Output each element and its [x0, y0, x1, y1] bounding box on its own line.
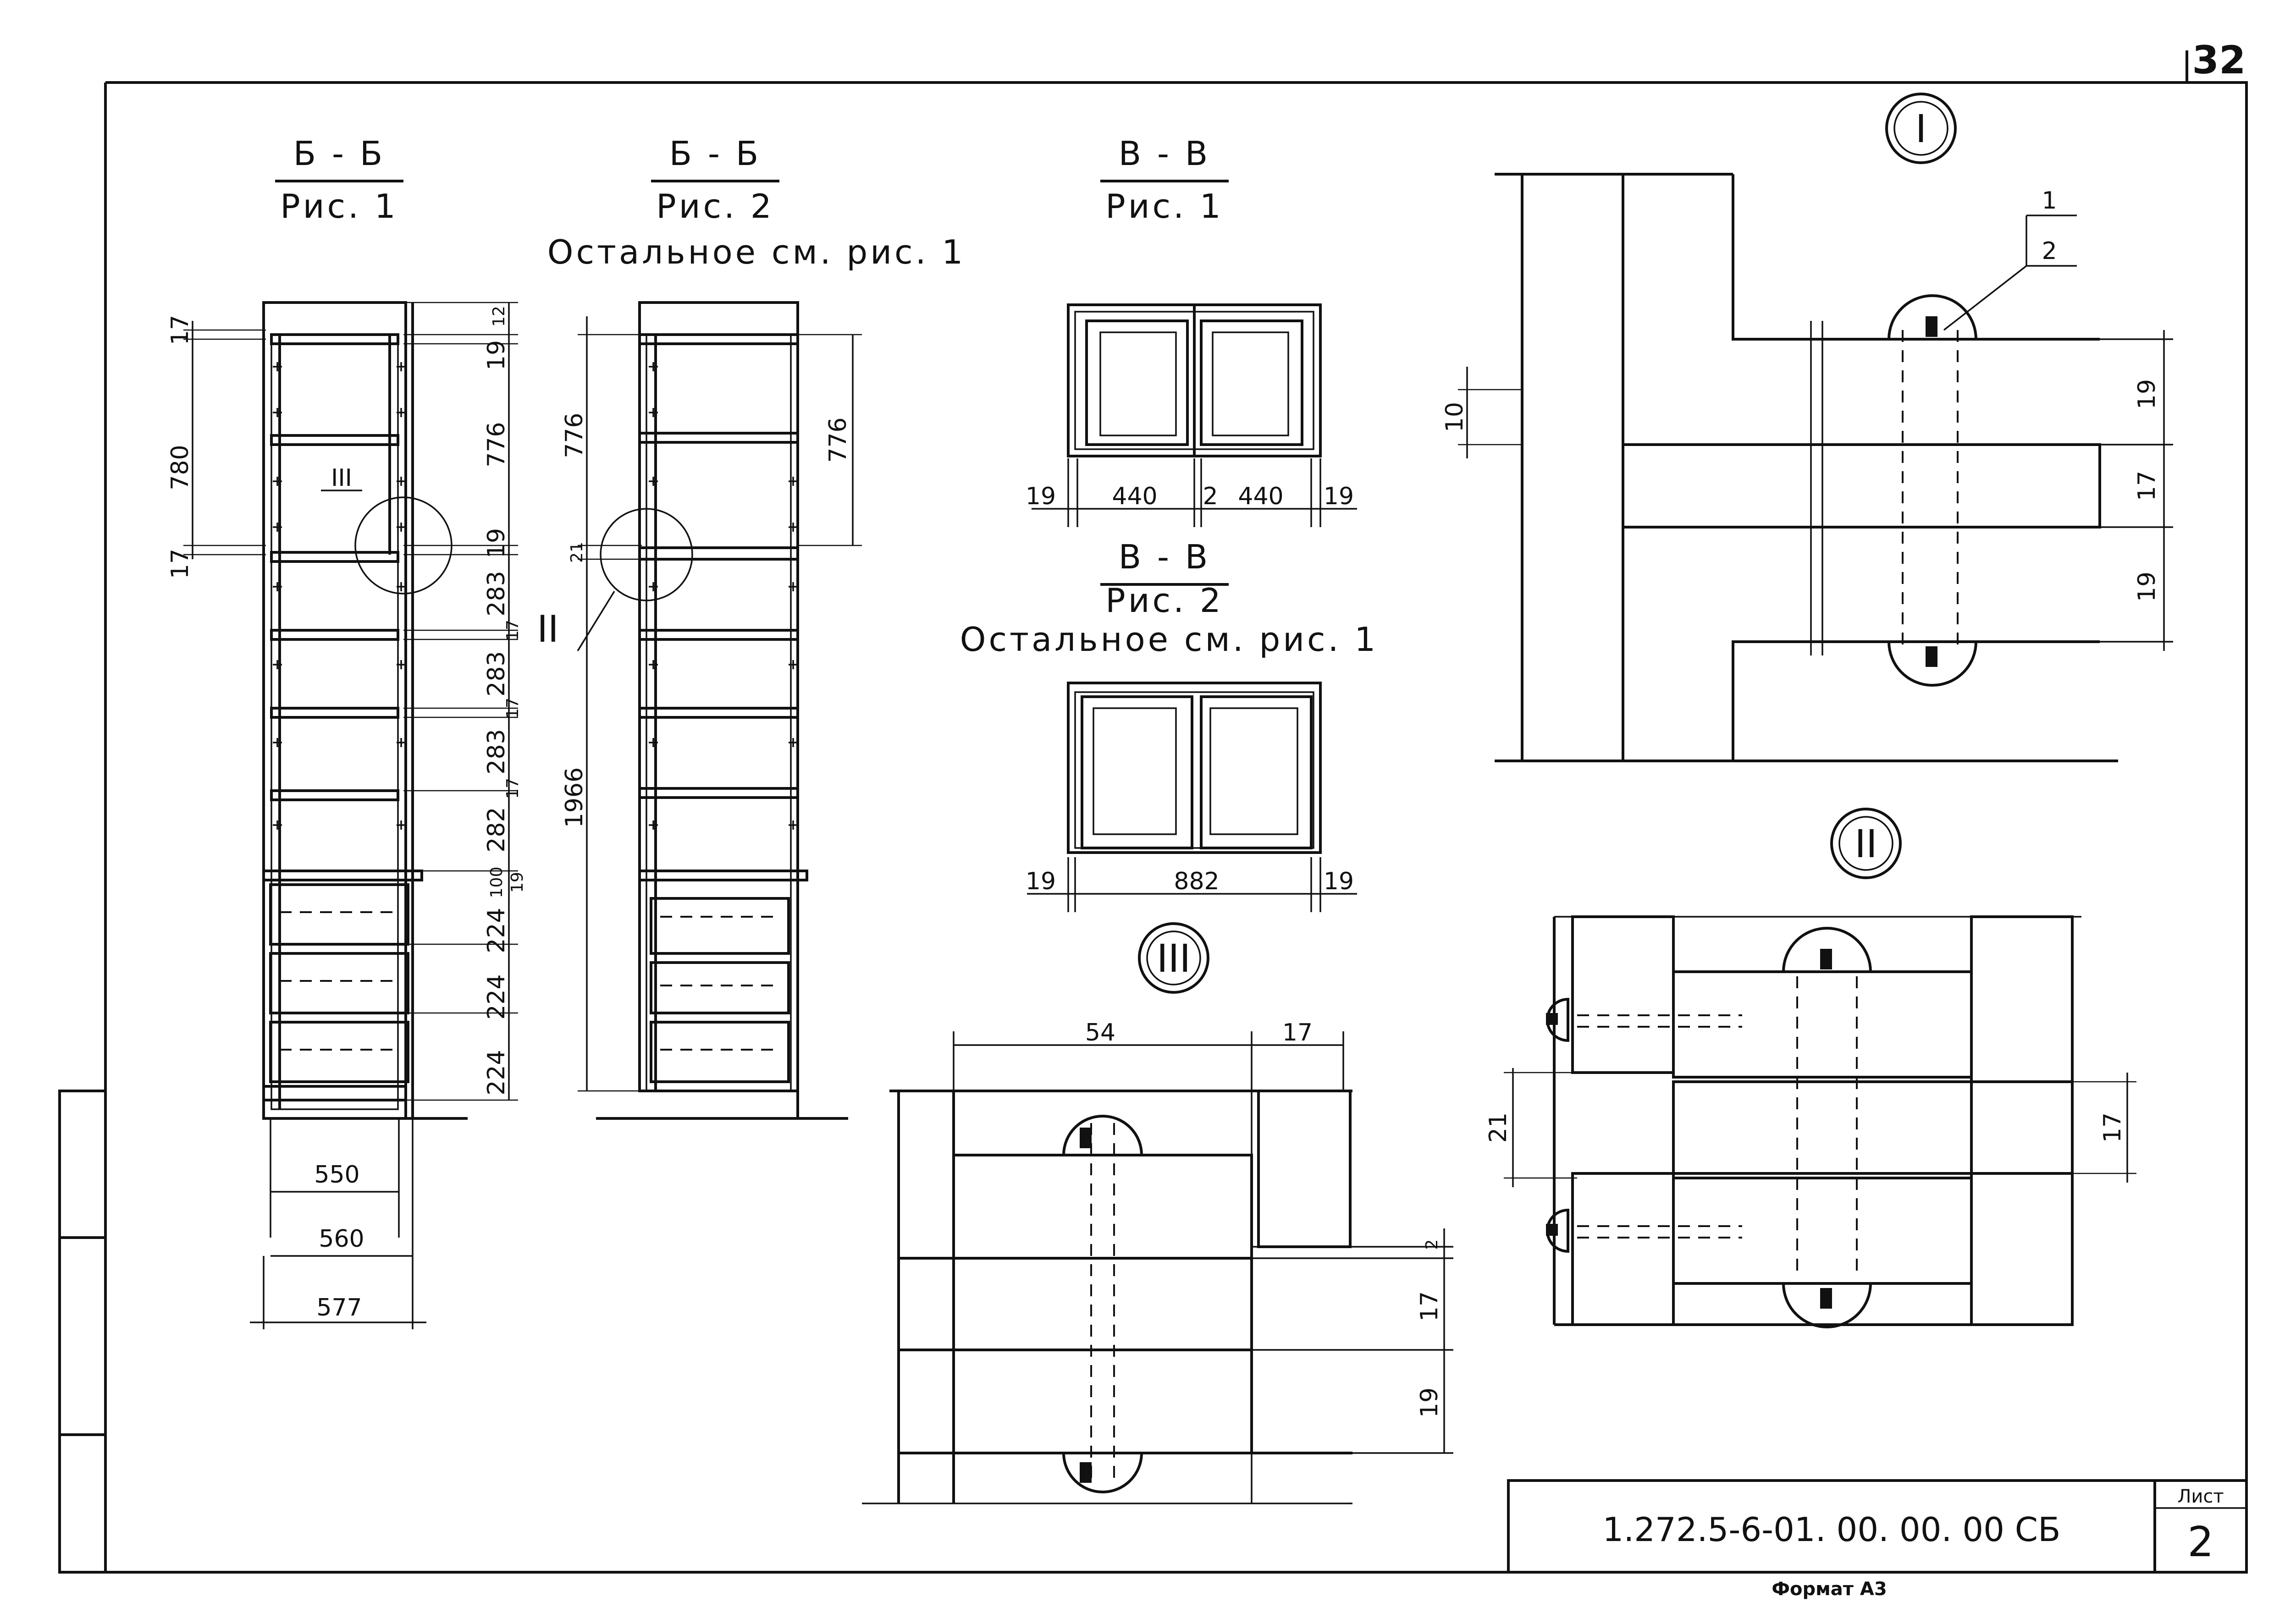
- detail-II-label: II: [537, 608, 558, 650]
- dim: 2: [1423, 1239, 1441, 1250]
- detail-II: II 21 17: [1485, 808, 2136, 1328]
- dim: 17: [1282, 1019, 1313, 1046]
- title-block: 1.272.5-6-01. 00. 00. 00 СБ Лист 2 Форма…: [1507, 1479, 2248, 1600]
- dim: 283: [483, 651, 510, 696]
- dim: 776: [561, 413, 588, 458]
- dim: 54: [1085, 1019, 1115, 1046]
- dim: 224: [483, 908, 510, 953]
- dim: 440: [1238, 483, 1283, 510]
- shelves: [262, 333, 423, 1101]
- dim: 224: [483, 974, 510, 1019]
- dim: 21: [1485, 1112, 1512, 1143]
- dim: 17: [2099, 1112, 2126, 1143]
- section-note: Остальное см. рис. 1: [547, 233, 966, 271]
- dim: 17: [1416, 1291, 1443, 1321]
- dim: 776: [483, 422, 510, 467]
- dim: 17: [2133, 471, 2161, 501]
- dim: 17: [503, 698, 522, 719]
- dim: 440: [1112, 483, 1157, 510]
- detail-II-title: II: [1854, 821, 1877, 866]
- dim: 17: [166, 549, 194, 579]
- detail-I-bubble: [1885, 93, 1957, 164]
- dim: 780: [166, 445, 194, 490]
- dim: 283: [483, 729, 510, 774]
- section-vv-fig1: В - В Рис. 1 19 440 2 440 19: [1026, 134, 1357, 527]
- dim: 2: [1203, 483, 1218, 510]
- detail-II-bubble: [1830, 808, 1902, 879]
- detail-II-marker: [600, 508, 693, 601]
- dim: 19: [508, 872, 527, 893]
- detail-III-bubble: [1138, 922, 1209, 994]
- section-title: В - В: [1119, 134, 1211, 173]
- list-number: 2: [2187, 1518, 2213, 1566]
- dim: 224: [483, 1050, 510, 1095]
- dim: 550: [314, 1161, 359, 1189]
- dim: 19: [1416, 1387, 1443, 1418]
- dim: 19: [1324, 868, 1354, 895]
- detail-I: I 1 2 10: [1441, 93, 2173, 762]
- dim: 17: [503, 620, 522, 641]
- section-vv-fig2: В - В Рис. 2 Остальное см. рис. 1 19 882…: [960, 538, 1378, 912]
- list-label: Лист: [2177, 1486, 2224, 1507]
- section-note: Остальное см. рис. 1: [960, 620, 1378, 659]
- dim: 19: [1324, 483, 1354, 510]
- dim: 100: [487, 867, 506, 898]
- section-subtitle: Рис. 2: [1105, 581, 1223, 620]
- section-title: В - В: [1119, 538, 1211, 576]
- dim: 560: [319, 1225, 364, 1253]
- dim: 12: [490, 306, 508, 327]
- detail-III: III 54 17 2 17 19: [862, 922, 1453, 1504]
- dim: 19: [1026, 868, 1056, 895]
- dim: 19: [2133, 379, 2161, 409]
- dim: 19: [483, 528, 510, 558]
- page-number: 32: [2192, 38, 2246, 83]
- format-label: Формат А3: [1772, 1579, 1887, 1600]
- detail-III-label: III: [331, 464, 352, 492]
- detail-III-title: III: [1157, 936, 1191, 981]
- dim: 17: [166, 315, 194, 345]
- section-bb-fig1: Б - Б Рис. 1: [166, 134, 527, 1329]
- dim: 1966: [561, 767, 588, 828]
- section-subtitle: Рис. 1: [1105, 187, 1223, 226]
- section-subtitle: Рис. 1: [280, 187, 398, 226]
- section-title: Б - Б: [293, 134, 386, 173]
- section-subtitle: Рис. 2: [656, 187, 774, 226]
- dim: 19: [1026, 483, 1056, 510]
- dim: 776: [824, 417, 852, 462]
- binding-margin-box: [58, 1090, 107, 1574]
- drawers: [269, 883, 409, 1083]
- section-bb-fig2: Б - Б Рис. 2 Остальное см. рис. 1 II: [537, 134, 966, 1120]
- detail-I-title: I: [1915, 106, 1927, 151]
- sheet-frame: 32: [58, 38, 2248, 1574]
- dim: 19: [483, 340, 510, 370]
- dim: 21: [568, 542, 586, 563]
- fastener-marks: [273, 362, 406, 830]
- dim: 282: [483, 807, 510, 852]
- dim: 577: [316, 1294, 362, 1321]
- document-code: 1.272.5-6-01. 00. 00. 00 СБ: [1603, 1510, 2061, 1549]
- leader-1: 1: [2042, 187, 2057, 215]
- section-title: Б - Б: [669, 134, 762, 173]
- dim: 17: [503, 778, 522, 799]
- dim: 882: [1174, 868, 1219, 895]
- dim: 10: [1441, 402, 1468, 432]
- dim: 283: [483, 571, 510, 616]
- leader-2: 2: [2042, 237, 2057, 265]
- dim: 19: [2133, 572, 2161, 602]
